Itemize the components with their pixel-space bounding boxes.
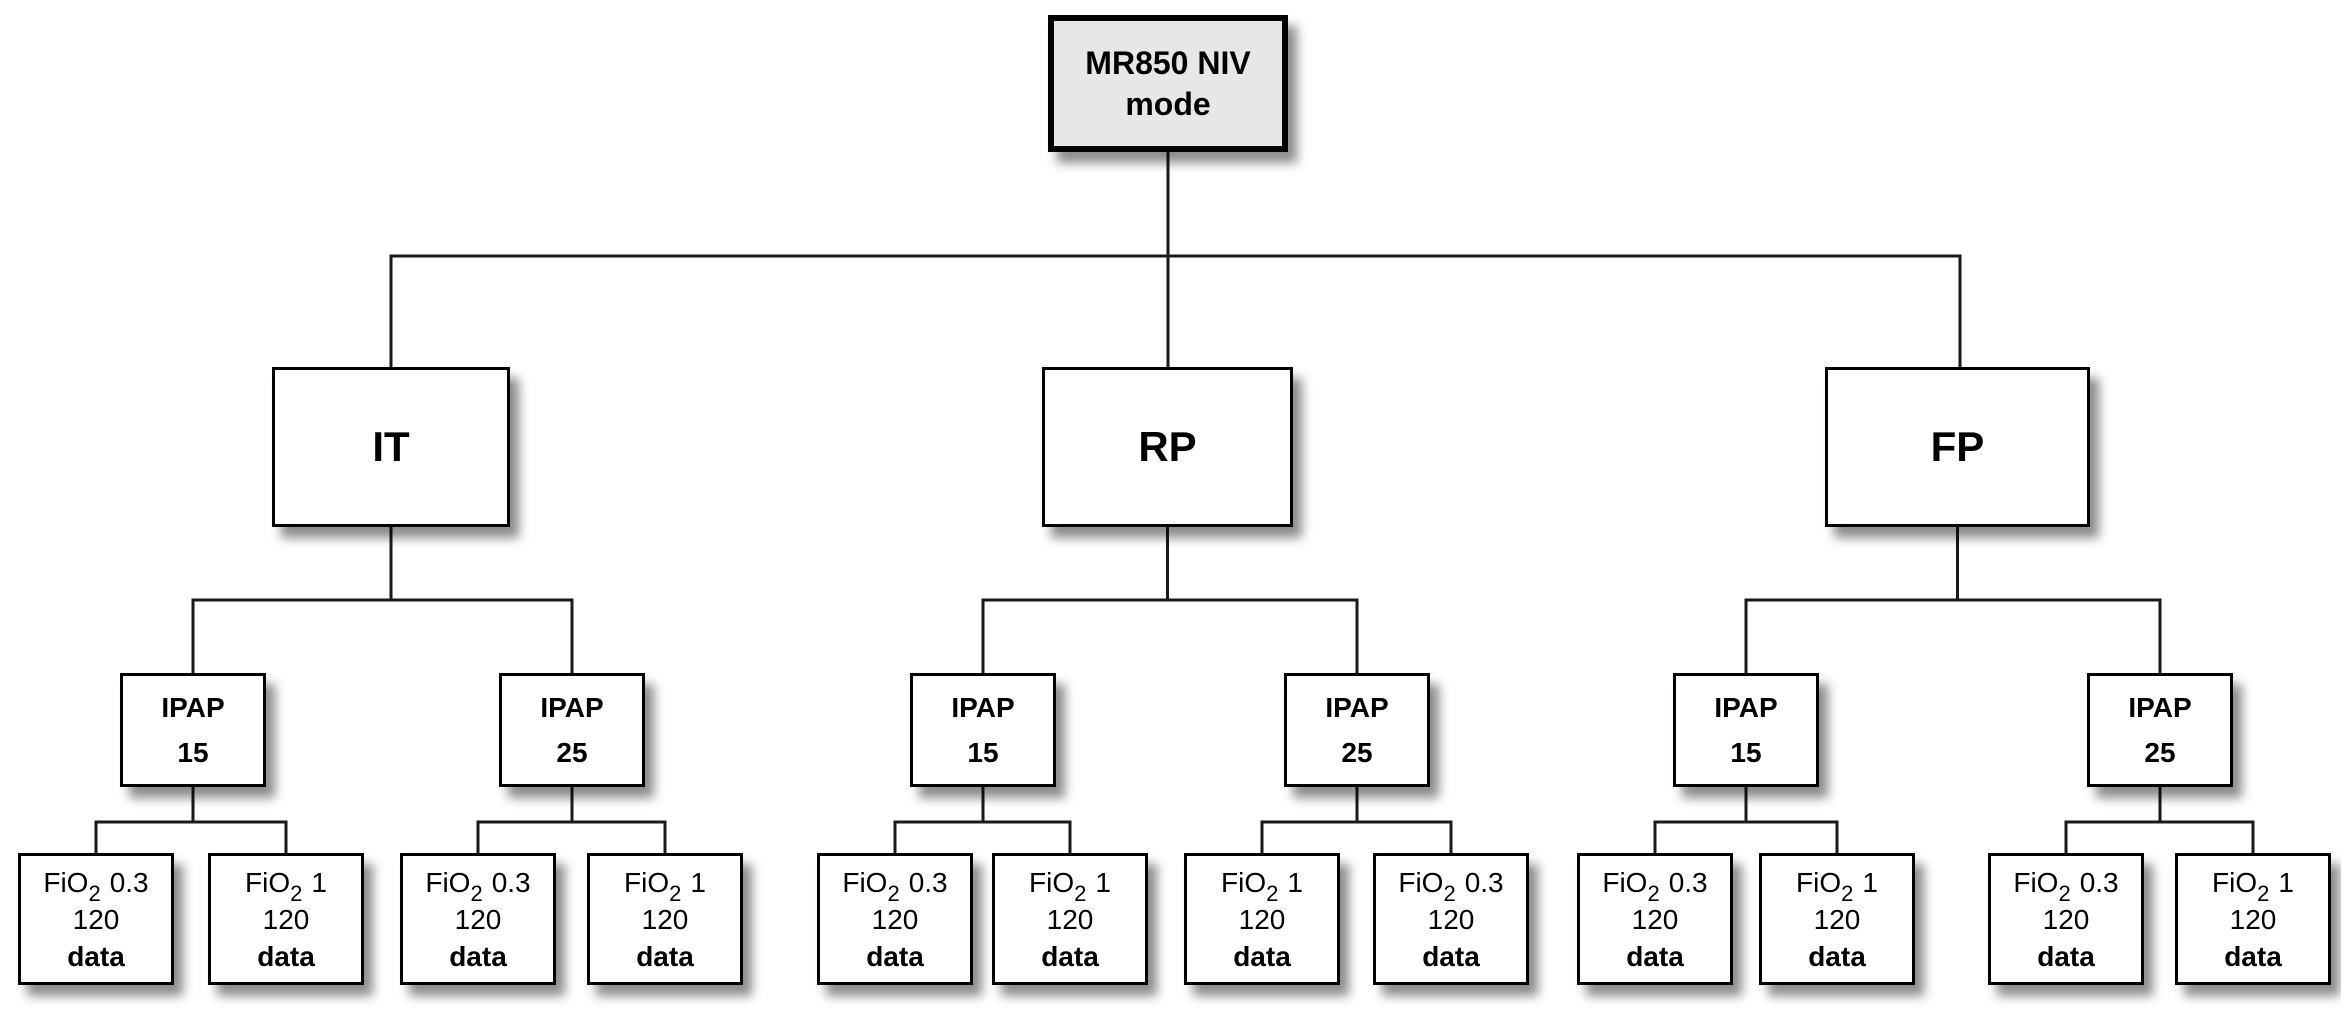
node-fp-ipap15: IPAP 15 bbox=[1673, 673, 1819, 787]
ipap-value: 25 bbox=[2144, 737, 2176, 768]
node-fp-ipap25: IPAP 25 bbox=[2087, 673, 2233, 787]
leaf-count: 120 bbox=[2042, 903, 2090, 935]
leaf-count: 120 bbox=[641, 903, 689, 935]
ipap-value: 15 bbox=[1730, 737, 1762, 768]
leaf-data-label: data bbox=[2224, 940, 2282, 972]
leaf-count: 120 bbox=[1427, 903, 1475, 935]
leaf-data-label: data bbox=[2037, 940, 2095, 972]
branch-label: RP bbox=[1138, 423, 1197, 470]
node-it-ipap15: IPAP 15 bbox=[120, 673, 266, 787]
node-rp-ipap25: IPAP 25 bbox=[1284, 673, 1430, 787]
leaf-data-label: data bbox=[866, 940, 924, 972]
leaf-count: 120 bbox=[2229, 903, 2277, 935]
leaf-count: 120 bbox=[454, 903, 502, 935]
leaf-data-label: data bbox=[67, 940, 125, 972]
node-fp: FP bbox=[1825, 367, 2090, 527]
leaf-data-label: data bbox=[1233, 940, 1291, 972]
node-it-ipap25: IPAP 25 bbox=[499, 673, 645, 787]
leaf-count: 120 bbox=[1631, 903, 1679, 935]
leaf-count: 120 bbox=[1238, 903, 1286, 935]
branch-label: FP bbox=[1930, 423, 1985, 470]
root-label-line2: mode bbox=[1125, 85, 1211, 122]
ipap-value: 25 bbox=[556, 737, 588, 768]
ipap-title: IPAP bbox=[540, 692, 604, 723]
branch-label: IT bbox=[372, 423, 410, 470]
leaf-data-label: data bbox=[636, 940, 694, 972]
leaf-data-label: data bbox=[1626, 940, 1684, 972]
leaf-data-label: data bbox=[449, 940, 507, 972]
node-rp-ipap15: IPAP 15 bbox=[910, 673, 1056, 787]
node-rp: RP bbox=[1042, 367, 1293, 527]
ipap-title: IPAP bbox=[2128, 692, 2192, 723]
leaf-data-label: data bbox=[1422, 940, 1480, 972]
leaf-data-label: data bbox=[1808, 940, 1866, 972]
leaf-count: 120 bbox=[72, 903, 120, 935]
ipap-value: 25 bbox=[1341, 737, 1373, 768]
leaf-count: 120 bbox=[1813, 903, 1861, 935]
ipap-title: IPAP bbox=[1325, 692, 1389, 723]
node-root-mr850-niv-mode: MR850 NIV mode bbox=[1048, 15, 1288, 152]
leaf-data-label: data bbox=[1041, 940, 1099, 972]
root-label-line1: MR850 NIV bbox=[1085, 44, 1251, 81]
leaf-data-label: data bbox=[257, 940, 315, 972]
ipap-value: 15 bbox=[177, 737, 209, 768]
leaf-count: 120 bbox=[871, 903, 919, 935]
node-it: IT bbox=[272, 367, 510, 527]
leaf-count: 120 bbox=[262, 903, 310, 935]
leaf-count: 120 bbox=[1046, 903, 1094, 935]
ipap-value: 15 bbox=[967, 737, 999, 768]
ipap-title: IPAP bbox=[951, 692, 1015, 723]
ipap-title: IPAP bbox=[161, 692, 225, 723]
ipap-title: IPAP bbox=[1714, 692, 1778, 723]
